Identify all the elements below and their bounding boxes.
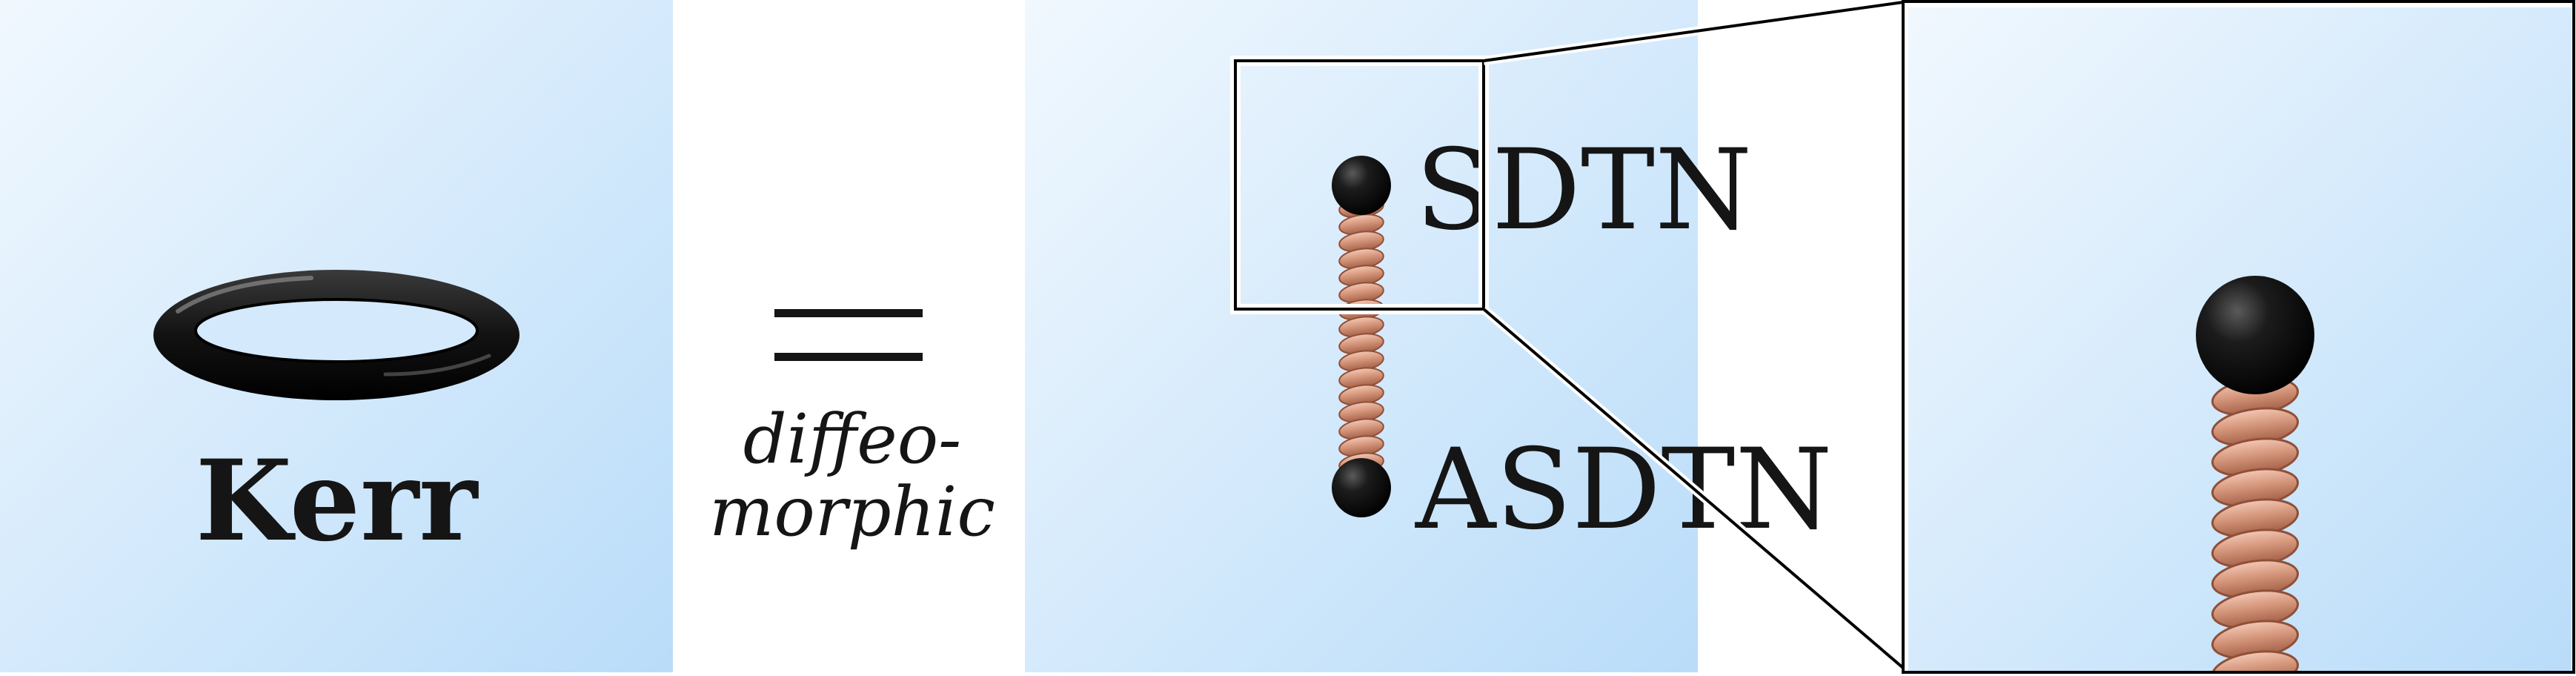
zoom-connectors (1230, 0, 1911, 676)
solution-panel: SDTN ASDTN (1025, 0, 1833, 672)
equivalence-panel: diffeo- morphic (709, 309, 995, 551)
nut-ball-icon (1332, 458, 1391, 517)
kerr-label: Kerr (196, 436, 479, 566)
zoom-inset (1902, 0, 2575, 674)
equals-icon (774, 309, 923, 361)
kerr-panel: Kerr (0, 0, 673, 672)
spring-icon (2211, 377, 2300, 672)
kerr-ring-icon (153, 270, 519, 400)
nut-ball-icon (1332, 156, 1391, 215)
nut-ball-icon (2196, 276, 2314, 394)
spring-icon (1338, 196, 1384, 474)
sdtn-label: SDTN (1415, 126, 1752, 255)
equivalence-caption-line2: morphic (709, 472, 995, 551)
spring-coil (2211, 650, 2300, 672)
zoom-source-box-outline (1234, 59, 1485, 311)
asdtn-label: ASDTN (1415, 425, 1833, 554)
equivalence-caption-line1: diffeo- (743, 400, 961, 479)
zoom-inset-border (1902, 0, 2575, 674)
